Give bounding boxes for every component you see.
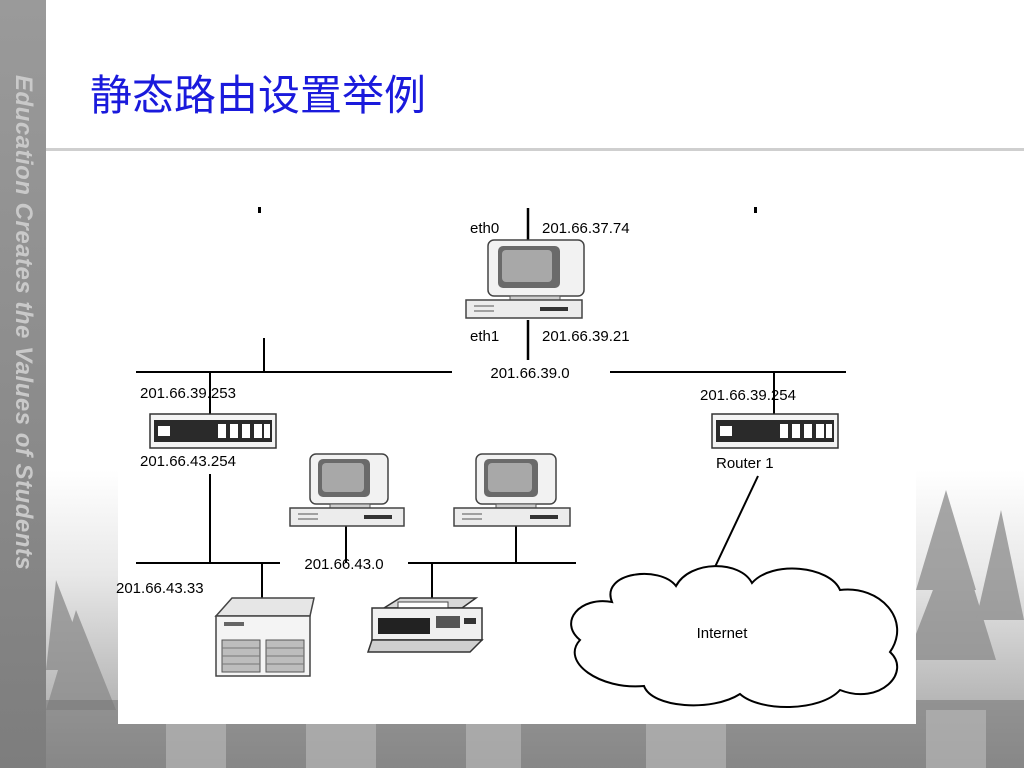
router-icon <box>149 413 277 449</box>
eth0-label: eth0 <box>470 220 499 237</box>
router-icon <box>711 413 839 449</box>
computer-icon <box>465 239 585 319</box>
tick-mark <box>754 207 757 213</box>
sidebar-band: Education Creates the Values of Students <box>0 0 46 768</box>
title-divider <box>46 148 1024 151</box>
cloud-icon <box>570 565 899 709</box>
eth0-ip-label: 201.66.37.74 <box>542 220 630 237</box>
server-ip-label: 201.66.43.33 <box>116 580 204 597</box>
left-router-ip-top: 201.66.39.253 <box>140 385 236 402</box>
tick-mark <box>258 207 261 213</box>
left-router-ip-bottom: 201.66.43.254 <box>140 453 236 470</box>
slide-title: 静态路由设置举例 <box>90 71 427 120</box>
right-router-ip: 201.66.39.254 <box>700 387 796 404</box>
eth1-ip-label: 201.66.39.21 <box>542 328 630 345</box>
network-label-43: 201.66.43.0 <box>304 556 383 573</box>
cloud-label: Internet <box>697 625 749 642</box>
computer-icon <box>289 453 405 527</box>
network-label-39: 201.66.39.0 <box>490 365 569 382</box>
computer-icon <box>453 453 571 527</box>
printer-icon <box>366 597 484 653</box>
eth1-label: eth1 <box>470 328 499 345</box>
right-router-label: Router 1 <box>716 455 774 472</box>
server-icon <box>214 597 315 677</box>
